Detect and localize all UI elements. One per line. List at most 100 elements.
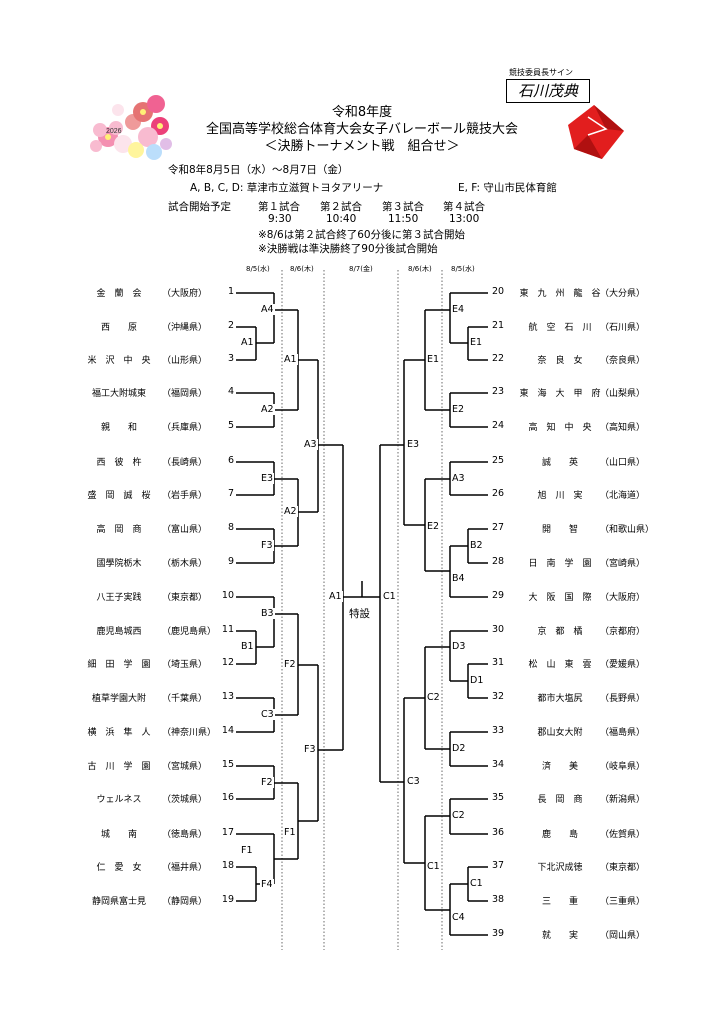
team-name: 横 浜 隼 人: [87, 728, 151, 738]
team-name: 開 智: [541, 525, 578, 535]
team-name: 高 岡 商: [96, 525, 142, 535]
team-pref: （石川県）: [600, 323, 646, 333]
court-label: F2: [260, 777, 274, 788]
team-pref: （佐賀県）: [600, 830, 646, 840]
date-range: 令和8年8月5日（水）～8月7日（金）: [168, 164, 349, 176]
team-number: 20: [492, 286, 505, 297]
team-name: 高 知 中 央: [528, 423, 592, 433]
team-name: 城 南: [100, 830, 137, 840]
team-number: 2: [227, 320, 234, 331]
team-pref: （東京都）: [600, 863, 646, 873]
team-pref: （山口県）: [600, 458, 646, 468]
final-court-label: 特設: [349, 608, 370, 620]
team-pref: （埼玉県）: [162, 660, 208, 670]
venue-ef: E, F: 守山市民体育館: [458, 182, 557, 194]
team-number: 3: [227, 353, 234, 364]
team-name: 親 和: [100, 423, 137, 433]
court-label: B1: [240, 641, 255, 652]
team-number: 23: [492, 386, 505, 397]
emblem-icon: [568, 105, 624, 159]
team-pref: （静岡県）: [162, 897, 208, 907]
day-left-r2: 8/6(木): [290, 265, 314, 273]
team-name: 古 川 学 園: [87, 762, 151, 772]
day-right-r2: 8/6(木): [408, 265, 432, 273]
team-name: 植草学園大附: [91, 694, 146, 704]
team-number: 36: [492, 827, 505, 838]
court-label: C4: [451, 912, 466, 923]
team-pref: （大分県）: [600, 289, 646, 299]
team-pref: （京都府）: [600, 627, 646, 637]
team-name: 三 重: [541, 897, 578, 907]
court-label: E2: [451, 404, 466, 415]
team-name: 盛 岡 誠 桜: [87, 491, 151, 501]
team-number: 8: [227, 522, 234, 533]
team-pref: （福岡県）: [162, 389, 208, 399]
team-name: 金 蘭 会: [96, 289, 142, 299]
match-2-time: 10:40: [326, 213, 357, 225]
team-number: 5: [227, 420, 234, 431]
team-number: 39: [492, 928, 505, 939]
team-pref: （奈良県）: [600, 356, 646, 366]
team-name: 静岡県富士見: [91, 897, 146, 907]
team-name: 下北沢成徳: [537, 863, 583, 873]
team-name: 長 岡 商: [537, 795, 583, 805]
schedule-label: 試合開始予定: [168, 201, 231, 213]
team-number: 30: [492, 624, 505, 635]
team-number: 11: [221, 624, 234, 635]
team-name: 福工大附城東: [91, 389, 146, 399]
court-label: B4: [451, 573, 466, 584]
team-number: 35: [492, 792, 505, 803]
team-pref: （大阪府）: [162, 289, 208, 299]
team-pref: （新潟県）: [600, 795, 646, 805]
court-label: A1: [240, 337, 255, 348]
court-label: A2: [260, 404, 275, 415]
day-right-r1: 8/5(水): [451, 265, 475, 273]
team-name: 西 彼 杵: [96, 458, 142, 468]
team-pref: （茨城県）: [162, 795, 208, 805]
team-number: 18: [221, 860, 234, 871]
team-name: 仁 愛 女: [96, 863, 142, 873]
team-pref: （福井県）: [162, 863, 208, 873]
team-number: 14: [221, 725, 234, 736]
court-label: A3: [451, 473, 466, 484]
team-number: 22: [492, 353, 505, 364]
team-name: 鹿 島: [541, 830, 578, 840]
court-label: D1: [469, 675, 485, 686]
team-number: 26: [492, 488, 505, 499]
team-number: 31: [492, 657, 505, 668]
team-name: 済 美: [541, 762, 578, 772]
team-number: 1: [227, 286, 234, 297]
team-name: ウェルネス: [96, 795, 142, 805]
court-label: C3: [406, 776, 421, 787]
team-pref: （徳島県）: [162, 830, 208, 840]
court-label: D3: [451, 641, 467, 652]
team-name: 旭 川 実: [537, 491, 583, 501]
team-pref: （福島県）: [600, 728, 646, 738]
team-pref: （栃木県）: [162, 559, 208, 569]
court-label: A2: [283, 506, 298, 517]
team-name: 日 南 学 園: [528, 559, 592, 569]
team-number: 10: [221, 590, 234, 601]
team-pref: （長野県）: [600, 694, 646, 704]
team-name: 鹿児島城西: [96, 627, 142, 637]
team-pref: （岩手県）: [162, 491, 208, 501]
team-number: 7: [227, 488, 234, 499]
team-pref: （富山県）: [162, 525, 208, 535]
court-label: B3: [260, 608, 275, 619]
court-label: A1: [283, 354, 298, 365]
court-label: F4: [260, 879, 274, 890]
team-name: 西 原: [100, 323, 137, 333]
court-label: B2: [469, 540, 484, 551]
title-main: 全国高等学校総合体育大会女子バレーボール競技大会: [205, 122, 518, 137]
flower-logo-icon: 2026: [90, 95, 172, 160]
team-name: 誠 英: [541, 458, 578, 468]
team-name: 奈 良 女: [537, 356, 583, 366]
court-label: A4: [260, 304, 275, 315]
team-number: 28: [492, 556, 505, 567]
note-1: ※8/6は第２試合終了60分後に第３試合開始: [258, 229, 466, 241]
court-label: C2: [426, 692, 441, 703]
sign-box: 石川茂典: [506, 79, 590, 103]
team-name: 國學院栃木: [96, 559, 142, 569]
